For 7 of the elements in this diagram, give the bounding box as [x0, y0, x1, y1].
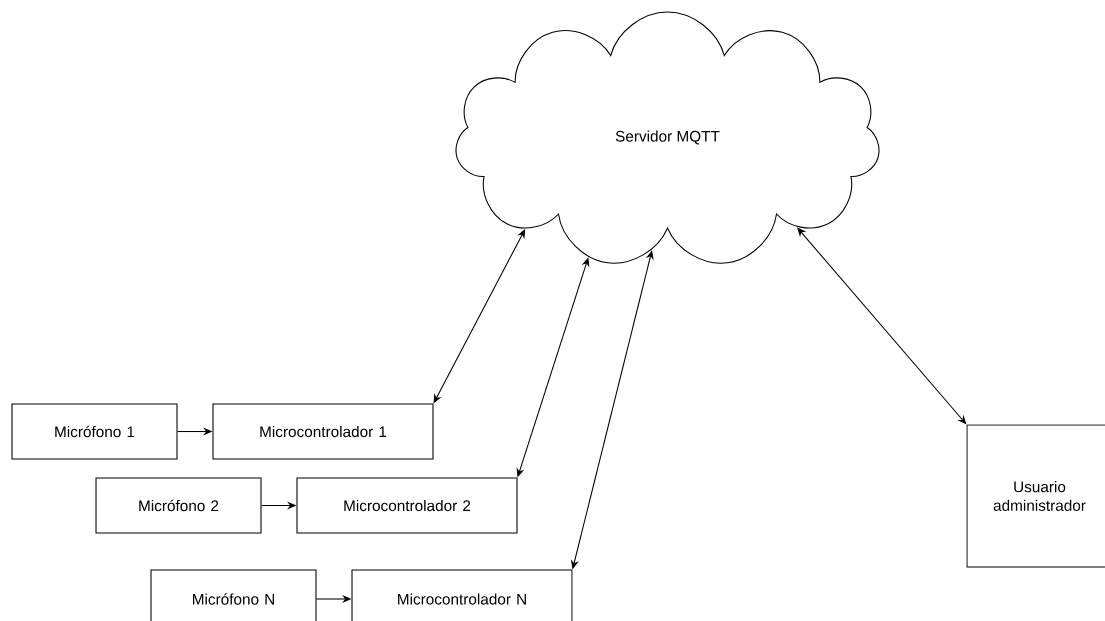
- process-box: Micrófono 1: [11, 403, 178, 460]
- process-box: Micrófono N: [150, 569, 317, 621]
- process-box: Microcontrolador 2: [296, 477, 518, 534]
- process-box: Micrófono 2: [95, 477, 262, 534]
- process-box: Usuario administrador: [966, 424, 1105, 568]
- process-box: Microcontrolador N: [351, 569, 573, 621]
- process-box: Microcontrolador 1: [212, 403, 434, 460]
